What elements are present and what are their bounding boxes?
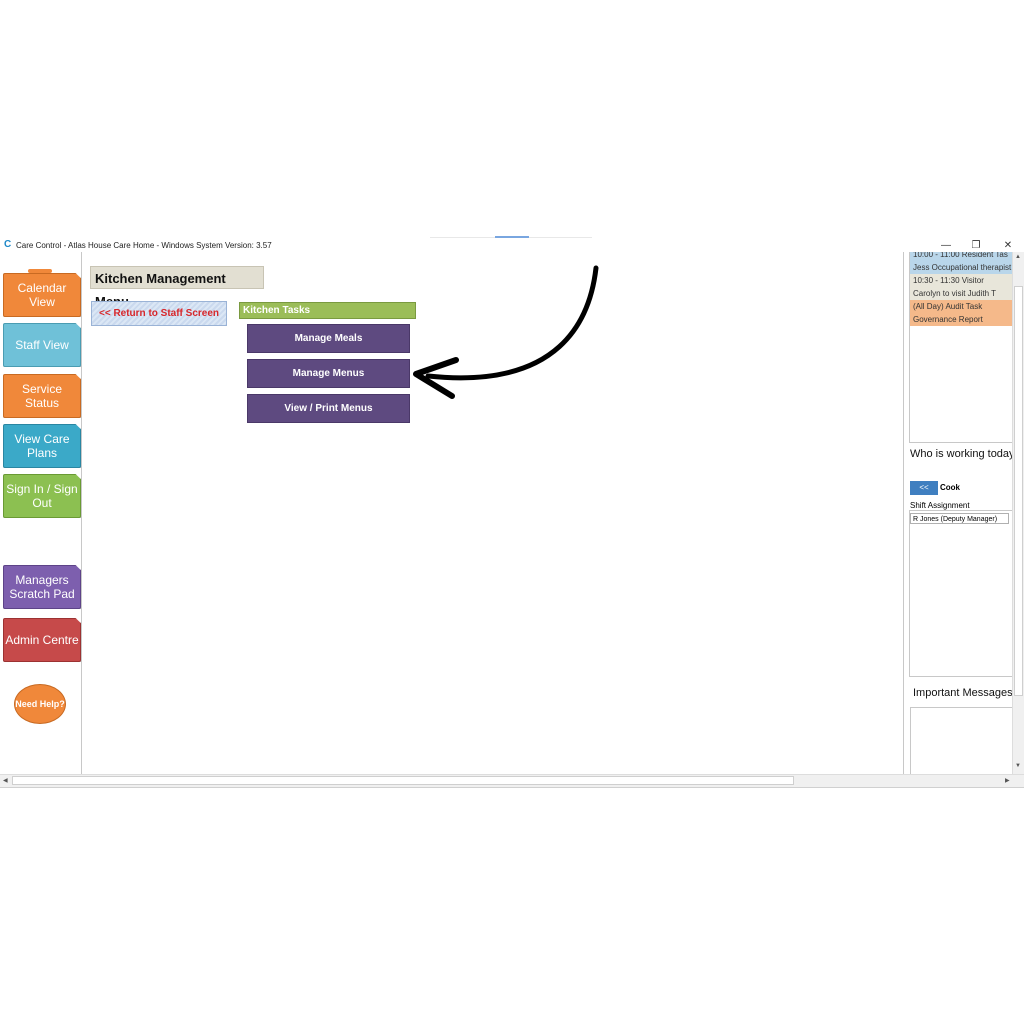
managers-scratch-pad-button[interactable]: Managers Scratch Pad xyxy=(3,565,81,609)
calendar-item-text: Jess Occupational therapist xyxy=(913,263,1012,272)
return-to-staff-button[interactable]: << Return to Staff Screen xyxy=(91,301,227,326)
shift-assignment-label: Shift Assignment xyxy=(910,501,970,510)
admin-centre-button[interactable]: Admin Centre xyxy=(3,618,81,662)
curved-arrow-icon xyxy=(413,265,599,399)
sign-in-out-button[interactable]: Sign In / Sign Out xyxy=(3,474,81,518)
minimize-icon[interactable]: — xyxy=(941,240,951,251)
kitchen-tasks-header: Kitchen Tasks xyxy=(239,302,416,319)
window-title: Care Control - Atlas House Care Home - W… xyxy=(16,241,272,250)
calendar-view-button[interactable]: Calendar View xyxy=(3,273,81,317)
calendar-item-text: Governance Report xyxy=(913,315,983,324)
page-title: Kitchen Management Menu xyxy=(90,266,264,309)
scroll-down-icon[interactable]: ▼ xyxy=(1015,763,1021,769)
top-accent-bar xyxy=(495,236,529,238)
scroll-left-icon[interactable]: ◀ xyxy=(3,778,8,784)
important-messages-title: Important Messages xyxy=(913,687,1013,699)
horizontal-scrollbar[interactable]: ◀ ▶ xyxy=(0,774,1024,787)
left-navigation: Calendar View Staff View Service Status … xyxy=(0,252,82,774)
horizontal-scroll-thumb[interactable] xyxy=(12,776,794,785)
title-bar: C Care Control - Atlas House Care Home -… xyxy=(0,236,1024,254)
calendar-item[interactable]: 10:30 - 11:30 Visitor Carolyn to visit J… xyxy=(910,274,1018,300)
who-working-title: Who is working today xyxy=(910,448,1015,460)
role-label: Cook xyxy=(940,483,960,492)
scroll-up-icon[interactable]: ▲ xyxy=(1015,254,1021,260)
calendar-list: 10:00 - 11:00 Resident Tas Jess Occupati… xyxy=(909,252,1019,443)
scroll-right-icon[interactable]: ▶ xyxy=(1005,778,1010,784)
right-panel: 10:00 - 11:00 Resident Tas Jess Occupati… xyxy=(903,252,1024,774)
manage-meals-button[interactable]: Manage Meals xyxy=(247,324,410,353)
view-print-menus-button[interactable]: View / Print Menus xyxy=(247,394,410,423)
calendar-item-time: 10:30 - 11:30 Visitor xyxy=(913,276,984,285)
calendar-item[interactable]: 10:00 - 11:00 Resident Tas Jess Occupati… xyxy=(910,252,1018,274)
shift-assignment-value[interactable]: R Jones (Deputy Manager) xyxy=(910,513,1009,524)
important-messages-box xyxy=(910,707,1020,774)
close-icon[interactable]: ✕ xyxy=(1003,240,1013,251)
shift-list xyxy=(909,510,1019,677)
view-care-plans-button[interactable]: View Care Plans xyxy=(3,424,81,468)
app-window: C Care Control - Atlas House Care Home -… xyxy=(0,236,1024,788)
manage-menus-button[interactable]: Manage Menus xyxy=(247,359,410,388)
calendar-item-time: (All Day) Audit Task xyxy=(913,302,983,311)
app-logo-icon: C xyxy=(4,239,12,250)
calendar-item[interactable]: (All Day) Audit Task Governance Report xyxy=(910,300,1018,326)
vertical-scroll-thumb[interactable] xyxy=(1014,286,1023,696)
need-help-button[interactable]: Need Help? xyxy=(14,684,66,724)
service-status-button[interactable]: Service Status xyxy=(3,374,81,418)
vertical-scrollbar[interactable]: ▲ ▼ xyxy=(1012,252,1024,774)
staff-view-button[interactable]: Staff View xyxy=(3,323,81,367)
previous-role-button[interactable]: << xyxy=(910,481,938,495)
calendar-item-text: Carolyn to visit Judith T xyxy=(913,289,996,298)
nav-top-indicator xyxy=(28,269,52,273)
restore-icon[interactable]: ❐ xyxy=(971,240,981,251)
calendar-item-time: 10:00 - 11:00 Resident Tas xyxy=(913,252,1008,259)
